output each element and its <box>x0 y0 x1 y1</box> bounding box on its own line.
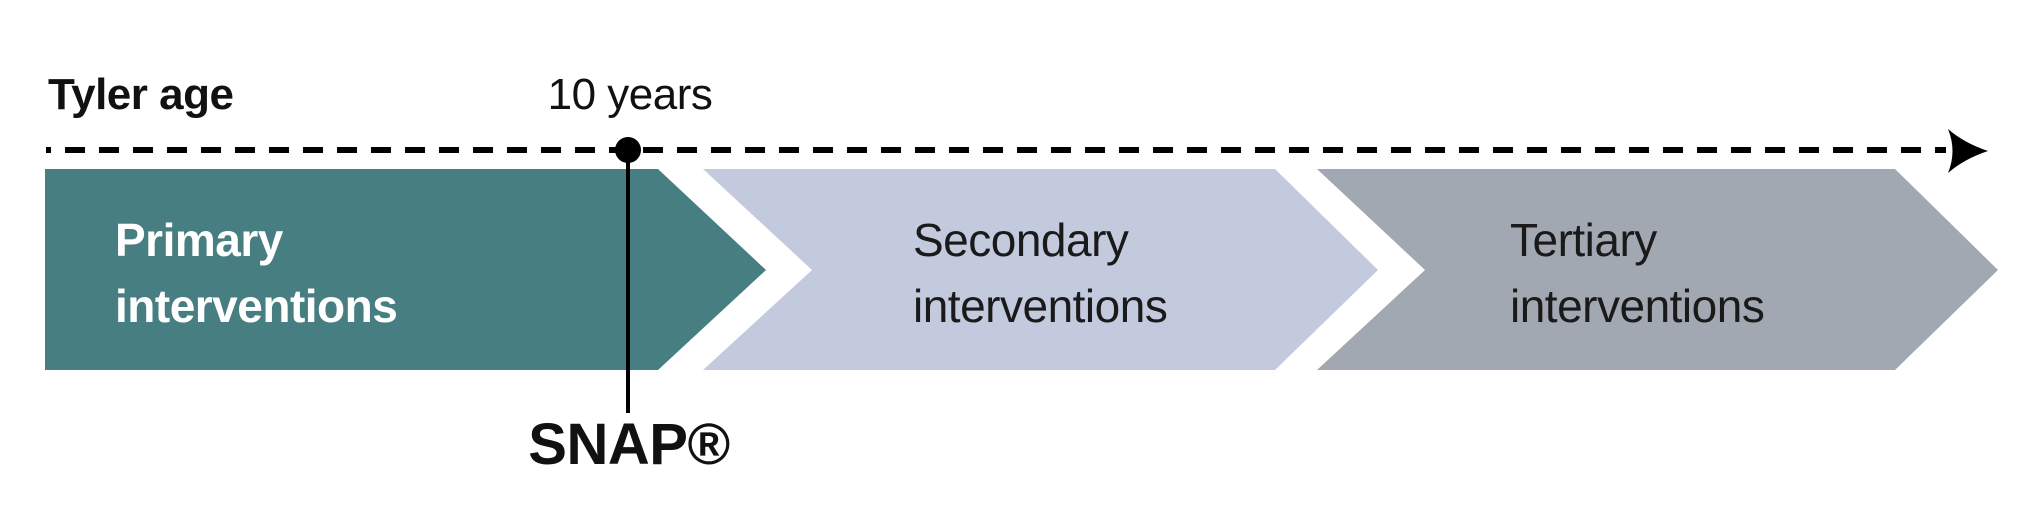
stage-label-secondary-line1: Secondary <box>913 214 1129 266</box>
timeline-arrowhead-icon <box>1948 129 1988 173</box>
stage-chevron-tertiary <box>1317 169 1998 370</box>
milestone-age-label: 10 years <box>547 70 713 119</box>
milestone-dot <box>615 137 641 163</box>
stage-chevron-secondary <box>703 169 1378 370</box>
age-axis-label: Tyler age <box>48 70 234 119</box>
stage-label-secondary: Secondary interventions <box>913 207 1168 339</box>
snap-program-label: SNAP® <box>528 412 730 477</box>
stage-label-secondary-line2: interventions <box>913 280 1168 332</box>
stage-label-tertiary-line1: Tertiary <box>1510 214 1657 266</box>
stage-label-tertiary: Tertiary interventions <box>1510 207 1765 339</box>
stage-label-primary: Primary interventions <box>115 207 398 339</box>
stage-label-tertiary-line2: interventions <box>1510 280 1765 332</box>
stage-chevron-primary <box>45 169 766 370</box>
stage-label-primary-line1: Primary <box>115 214 283 266</box>
stage-label-primary-line2: interventions <box>115 280 398 332</box>
